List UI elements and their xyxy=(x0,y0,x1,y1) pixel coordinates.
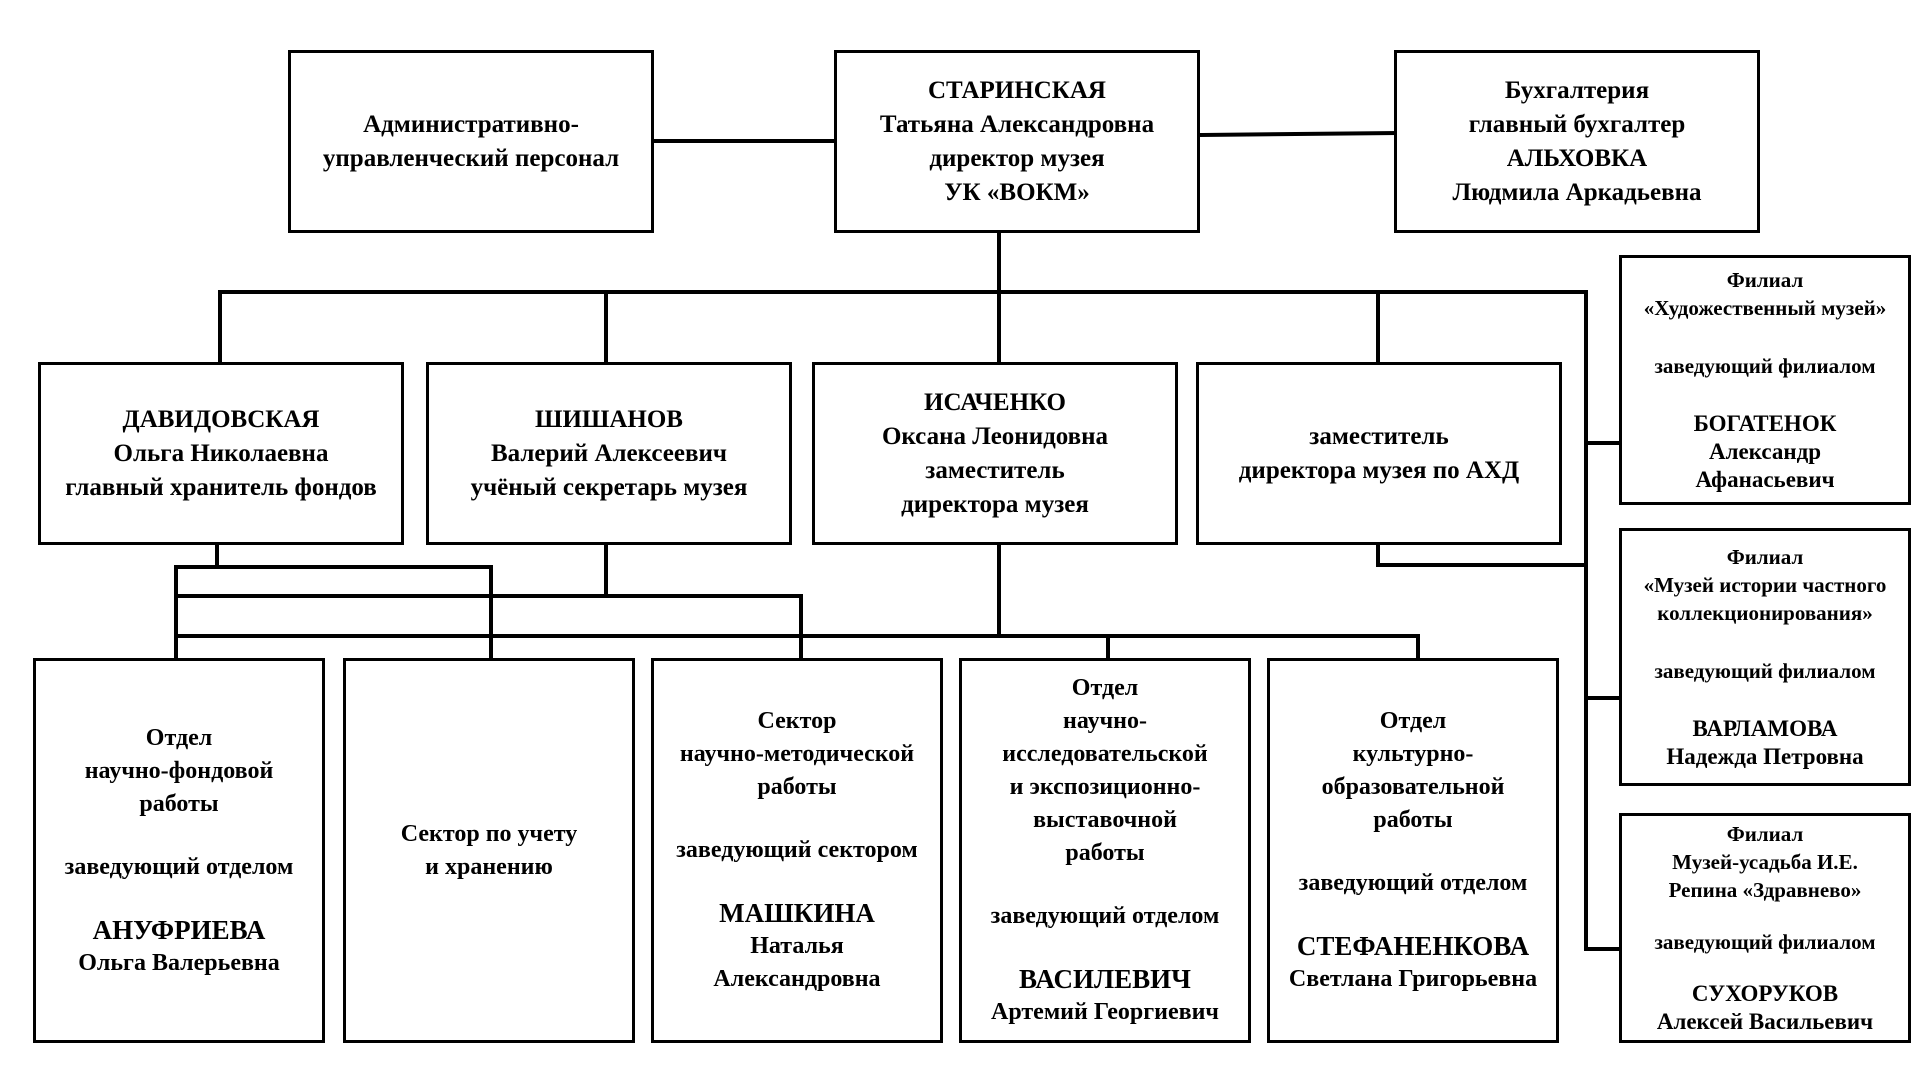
dept-cultural-surname: СТЕФАНЕНКОВА xyxy=(1296,931,1530,961)
isachenko-surname: ИСАЧЕНКО xyxy=(924,388,1066,416)
director-org: УК «ВОКМ» xyxy=(944,178,1090,206)
branch-art-box: Филиал «Художественный музей» заведующий… xyxy=(1619,255,1911,505)
ahd-position: директора музея по АХД xyxy=(1238,456,1520,484)
isachenko-position: заместитель xyxy=(925,456,1065,484)
accounting-box: Бухгалтерия главный бухгалтер АЛЬХОВКА Л… xyxy=(1394,50,1760,233)
dept-research-title: работы xyxy=(1065,840,1145,866)
branch-private-name: Надежда Петровна xyxy=(1666,744,1864,769)
dept-fund-title: работы xyxy=(139,790,219,817)
dept-research-title: и экспозиционно- xyxy=(1009,774,1201,800)
dept-storage-title: и хранению xyxy=(425,853,553,880)
shishanov-position: учёный секретарь музея xyxy=(470,473,748,501)
dept-cultural-title: работы xyxy=(1373,807,1453,833)
dept-cultural-title: культурно- xyxy=(1352,741,1474,767)
link-director-accounting xyxy=(1199,130,1399,138)
ahd-position: заместитель xyxy=(1309,422,1449,450)
dept-research-title: исследовательской xyxy=(1002,741,1208,767)
accounting-name: Людмила Аркадьевна xyxy=(1452,178,1702,206)
dept-methodical-name: Наталья xyxy=(750,933,844,959)
isachenko-box: ИСАЧЕНКО Оксана Леонидовна заместитель д… xyxy=(812,362,1178,545)
davidovskaya-box: ДАВИДОВСКАЯ Ольга Николаевна главный хра… xyxy=(38,362,404,545)
davidovskaya-surname: ДАВИДОВСКАЯ xyxy=(122,405,320,433)
dept-cultural-box: Отдел культурно- образовательной работы … xyxy=(1267,658,1559,1043)
dept-cultural-title: Отдел xyxy=(1379,708,1447,734)
branch-private-title: «Музей истории частного xyxy=(1643,573,1887,597)
accounting-surname: АЛЬХОВКА xyxy=(1506,144,1648,172)
admin-line: Административно- xyxy=(363,110,579,138)
branch-private-surname: ВАРЛАМОВА xyxy=(1692,716,1838,741)
dept-methodical-title: Сектор xyxy=(757,708,837,734)
isachenko-position: директора музея xyxy=(901,490,1089,518)
dept-research-name: Артемий Георгиевич xyxy=(991,999,1219,1025)
branch-private-title: Филиал xyxy=(1726,545,1804,569)
dept-research-box: Отдел научно- исследовательской и экспоз… xyxy=(959,658,1251,1043)
dept-fund-box: Отдел научно-фондовой работы заведующий … xyxy=(33,658,325,1043)
branch-repin-name: Алексей Васильевич xyxy=(1656,1009,1874,1034)
dept-methodical-title: научно-методической xyxy=(679,741,915,767)
branch-art-role: заведующий филиалом xyxy=(1654,354,1876,378)
branch-art-surname: БОГАТЕНОК xyxy=(1693,411,1837,436)
davidovskaya-name: Ольга Николаевна xyxy=(113,439,329,467)
branch-private-role: заведующий филиалом xyxy=(1654,659,1876,683)
dept-research-title: выставочной xyxy=(1033,807,1177,833)
dept-methodical-surname: МАШКИНА xyxy=(719,898,875,928)
davidovskaya-position: главный хранитель фондов xyxy=(65,473,377,501)
shishanov-box: ШИШАНОВ Валерий Алексеевич учёный секрет… xyxy=(426,362,792,545)
dept-cultural-role: заведующий отделом xyxy=(1298,870,1528,896)
branch-art-name: Афанасьевич xyxy=(1695,467,1835,492)
dept-methodical-box: Сектор научно-методической работы заведу… xyxy=(651,658,943,1043)
branch-art-title: «Художественный музей» xyxy=(1643,296,1887,320)
branch-art-name: Александр xyxy=(1708,439,1822,464)
shishanov-name: Валерий Алексеевич xyxy=(490,439,728,467)
dept-methodical-title: работы xyxy=(757,774,837,800)
dept-methodical-name: Александровна xyxy=(713,966,881,992)
dept-storage-box: Сектор по учету и хранению xyxy=(343,658,635,1043)
dept-research-surname: ВАСИЛЕВИЧ xyxy=(1019,964,1191,994)
dept-cultural-title: образовательной xyxy=(1321,774,1505,800)
branch-art-title: Филиал xyxy=(1726,268,1804,292)
branch-repin-title: Филиал xyxy=(1726,822,1804,846)
dept-research-title: Отдел xyxy=(1071,675,1139,701)
shishanov-surname: ШИШАНОВ xyxy=(535,405,683,433)
branch-repin-title: Музей-усадьба И.Е. xyxy=(1672,850,1858,874)
director-position: директор музея xyxy=(929,144,1105,172)
branch-repin-box: Филиал Музей-усадьба И.Е. Репина «Здравн… xyxy=(1619,813,1911,1043)
dept-research-role: заведующий отделом xyxy=(990,903,1220,929)
branch-repin-surname: СУХОРУКОВ xyxy=(1691,981,1839,1006)
admin-box: Административно- управленческий персонал xyxy=(288,50,654,233)
dept-research-title: научно- xyxy=(1063,708,1147,734)
accounting-title: Бухгалтерия xyxy=(1504,76,1650,104)
branch-private-title: коллекционирования» xyxy=(1657,601,1873,625)
dept-fund-name: Ольга Валерьевна xyxy=(78,949,280,976)
ahd-box: заместитель директора музея по АХД xyxy=(1196,362,1562,545)
branch-repin-title: Репина «Здравнево» xyxy=(1668,878,1862,902)
dept-fund-surname: АНУФРИЕВА xyxy=(92,914,266,945)
isachenko-name: Оксана Леонидовна xyxy=(881,422,1109,450)
dept-fund-title: научно-фондовой xyxy=(84,757,274,784)
dept-fund-role: заведующий отделом xyxy=(64,853,294,880)
admin-line: управленческий персонал xyxy=(322,144,620,172)
director-surname: СТАРИНСКАЯ xyxy=(928,76,1106,104)
director-name: Татьяна Александровна xyxy=(879,110,1155,138)
dept-methodical-role: заведующий сектором xyxy=(676,837,918,863)
director-box: СТАРИНСКАЯ Татьяна Александровна директо… xyxy=(834,50,1200,233)
dept-fund-title: Отдел xyxy=(145,724,213,751)
dept-cultural-name: Светлана Григорьевна xyxy=(1288,966,1538,992)
accounting-position: главный бухгалтер xyxy=(1468,110,1686,138)
branch-private-box: Филиал «Музей истории частного коллекцио… xyxy=(1619,528,1911,786)
branch-repin-role: заведующий филиалом xyxy=(1654,930,1876,954)
dept-storage-title: Сектор по учету xyxy=(400,820,578,847)
